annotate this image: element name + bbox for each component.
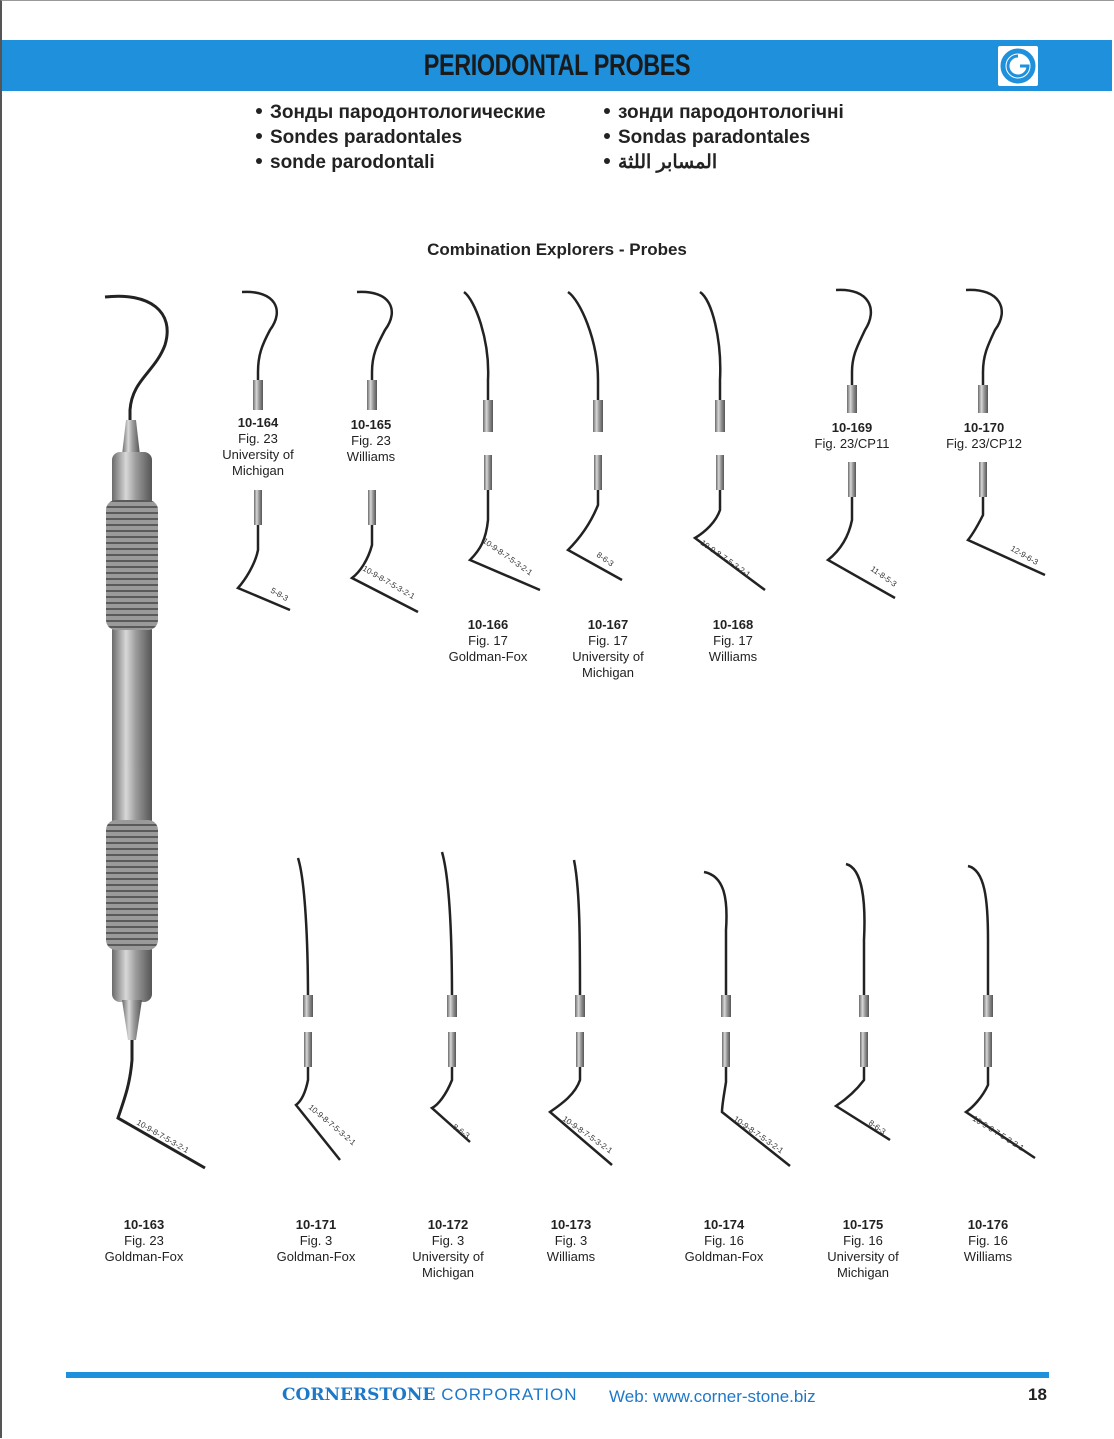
footer-divider [66, 1372, 1049, 1378]
scale-label-10-166: 10-9-8-7-5-3-2-1 [481, 536, 535, 577]
translations-left: Зонды пародонтологические Sondes paradon… [256, 100, 546, 175]
scale-label-10-164: 5-8-3 [269, 586, 290, 603]
probe-drawing-10-168: 10-9-8-7-5-3-2-1 [692, 290, 766, 592]
caption-10-164: 10-164 Fig. 23 University of Michigan [188, 415, 328, 479]
caption-10-165: 10-165 Fig. 23 Williams [301, 417, 441, 465]
item-name: University of Michigan [412, 1249, 484, 1280]
item-fig: Fig. 3 [299, 1233, 333, 1248]
translation-uk: зонди пародонтологічні [604, 100, 844, 125]
item-name: University of Michigan [222, 447, 294, 478]
caption-10-163: 10-163 Fig. 23 Goldman-Fox [74, 1217, 214, 1265]
translation-es: Sondas paradontales [604, 125, 844, 150]
caption-10-173: 10-173 Fig. 3 Williams [501, 1217, 641, 1265]
footer-web-link[interactable]: Web: www.corner-stone.biz [609, 1387, 816, 1406]
item-name: Williams [708, 649, 758, 664]
caption-10-169: 10-169 Fig. 23/CP11 [782, 420, 922, 452]
probe-drawing-10-174: 10-9-8-7-5-3-2-1 [703, 870, 791, 1167]
caption-10-174: 10-174 Fig. 16 Goldman-Fox [654, 1217, 794, 1265]
caption-10-175: 10-175 Fig. 16 University of Michigan [793, 1217, 933, 1281]
caption-10-170: 10-170 Fig. 23/CP12 [914, 420, 1054, 452]
translation-ru: Зонды пародонтологические [256, 100, 546, 125]
item-fig: Fig. 23/CP11 [814, 436, 890, 451]
item-fig: Fig. 16 [704, 1233, 744, 1248]
item-code: 10-163 [123, 1217, 165, 1232]
item-fig: Fig. 17 [588, 633, 628, 648]
scale-label-10-170: 12-9-6-3 [1009, 544, 1040, 567]
item-name: University of Michigan [827, 1249, 899, 1280]
probe-drawing-10-175: 8-6-3 [833, 862, 891, 1142]
item-fig: Fig. 3 [431, 1233, 465, 1248]
scale-label-10-174: 10-9-8-7-5-3-2-1 [732, 1114, 786, 1155]
probe-drawing-10-171: 10-9-8-7-5-3-2-1 [294, 857, 358, 1161]
scale-label-10-168: 10-9-8-7-5-3-2-1 [699, 538, 753, 579]
scale-label-10-175: 8-6-3 [867, 1118, 888, 1136]
item-code: 10-170 [963, 420, 1005, 435]
item-code: 10-175 [842, 1217, 884, 1232]
translation-it: sonde parodontali [256, 150, 546, 175]
page-number: 18 [1028, 1385, 1047, 1404]
item-name: Williams [546, 1249, 596, 1264]
item-code: 10-166 [467, 617, 509, 632]
item-code: 10-173 [550, 1217, 592, 1232]
scale-label-10-173: 10-9-8-7-5-3-2-1 [561, 1114, 615, 1155]
item-fig: Fig. 17 [468, 633, 508, 648]
item-name: Goldman-Fox [684, 1249, 764, 1264]
item-name: Williams [963, 1249, 1013, 1264]
item-fig: Fig. 16 [843, 1233, 883, 1248]
item-code: 10-176 [967, 1217, 1009, 1232]
caption-10-166: 10-166 Fig. 17 Goldman-Fox [418, 617, 558, 665]
probe-drawing-10-173: 10-9-8-7-5-3-2-1 [547, 859, 615, 1166]
item-code: 10-172 [427, 1217, 469, 1232]
item-code: 10-169 [831, 420, 873, 435]
title-bar: PERIODONTAL PROBES [2, 40, 1112, 91]
item-fig: Fig. 16 [968, 1233, 1008, 1248]
caption-10-172: 10-172 Fig. 3 University of Michigan [378, 1217, 518, 1281]
company-name-rest: CORPORATION [441, 1385, 578, 1404]
cornerstone-logo-icon [996, 44, 1040, 88]
scale-label-10-163: 10-9-8-7-5-3-2-1 [135, 1118, 191, 1155]
page-title: PERIODONTAL PROBES [423, 49, 691, 82]
item-fig: Fig. 17 [713, 633, 753, 648]
item-code: 10-174 [703, 1217, 745, 1232]
probe-drawing-10-169: 11-8-5-3 [825, 288, 899, 600]
item-code: 10-171 [295, 1217, 337, 1232]
item-code: 10-168 [712, 617, 754, 632]
item-fig: Fig. 3 [554, 1233, 588, 1248]
item-name: Goldman-Fox [276, 1249, 356, 1264]
item-fig: Fig. 23 [351, 433, 391, 448]
section-title: Combination Explorers - Probes [427, 240, 687, 259]
item-name: Goldman-Fox [104, 1249, 184, 1264]
translations-right: зонди пародонтологічні Sondas paradontal… [604, 100, 844, 175]
caption-10-171: 10-171 Fig. 3 Goldman-Fox [246, 1217, 386, 1265]
scale-label-10-176: 10-9-8-7-5-3-2-1 [971, 1114, 1026, 1153]
probe-drawing-10-172: 8-6-3 [429, 851, 472, 1143]
probe-drawing-10-167: 8-6-3 [565, 290, 623, 582]
company-name-bold: CORNERSTONE [282, 1385, 436, 1405]
translation-fr: Sondes paradontales [256, 125, 546, 150]
caption-10-168: 10-168 Fig. 17 Williams [663, 617, 803, 665]
footer-company: CORNERSTONE CORPORATION [282, 1385, 578, 1405]
scale-label-10-171: 10-9-8-7-5-3-2-1 [307, 1103, 358, 1148]
probe-drawing-10-166: 10-9-8-7-5-3-2-1 [463, 290, 541, 592]
caption-10-176: 10-176 Fig. 16 Williams [918, 1217, 1058, 1265]
item-code: 10-164 [237, 415, 279, 430]
item-name: University of Michigan [572, 649, 644, 680]
scale-label-10-172: 8-6-3 [451, 1122, 472, 1140]
item-code: 10-165 [350, 417, 392, 432]
item-fig: Fig. 23/CP12 [946, 436, 1022, 451]
item-code: 10-167 [587, 617, 629, 632]
item-fig: Fig. 23 [124, 1233, 164, 1248]
item-name: Goldman-Fox [448, 649, 528, 664]
translation-ar: المسابر اللثة [604, 150, 844, 175]
item-fig: Fig. 23 [238, 431, 278, 446]
caption-10-167: 10-167 Fig. 17 University of Michigan [538, 617, 678, 681]
probe-drawing-10-176: 10-9-8-7-5-3-2-1 [963, 864, 1036, 1160]
item-name: Williams [346, 449, 396, 464]
